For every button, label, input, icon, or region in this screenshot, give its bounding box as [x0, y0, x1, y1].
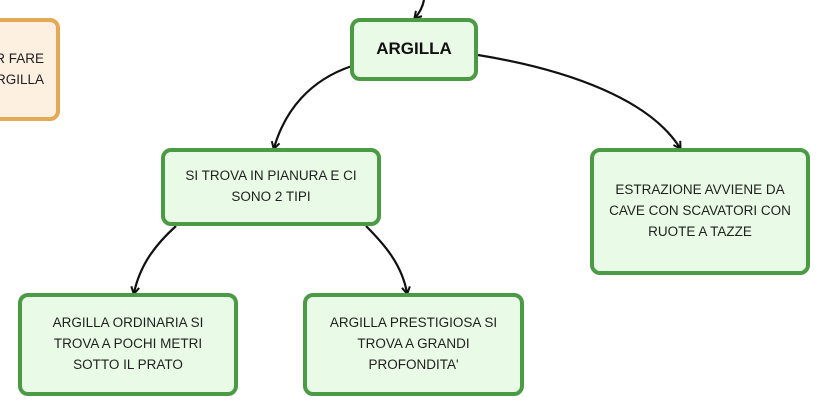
ordinaria-node-text: ARGILLA ORDINARIA SI TROVA A POCHI METRI… — [53, 313, 204, 376]
estrazione-node[interactable]: ESTRAZIONE AVVIENE DA CAVE CON SCAVATORI… — [590, 148, 810, 275]
prestigiosa-node-line: PROFONDITA' — [368, 356, 459, 372]
prestigiosa-node-text: ARGILLA PRESTIGIOSA SI TROVA A GRANDI PR… — [330, 313, 497, 376]
pianura-node[interactable]: SI TROVA IN PIANURA E CI SONO 2 TIPI — [161, 148, 381, 226]
side-node-line: RGILLA — [0, 71, 44, 87]
pianura-node-text: SI TROVA IN PIANURA E CI SONO 2 TIPI — [185, 166, 356, 208]
arrow-root-to-pianura — [274, 64, 353, 148]
prestigiosa-node-line: TROVA A GRANDI — [357, 336, 470, 352]
side-node-text: R FARE RGILLA — [0, 49, 44, 91]
estrazione-node-line: RUOTE A TAZZE — [648, 223, 752, 239]
estrazione-node-text: ESTRAZIONE AVVIENE DA CAVE CON SCAVATORI… — [609, 180, 791, 243]
arrow-pianura-to-ordinaria — [134, 225, 177, 293]
prestigiosa-node[interactable]: ARGILLA PRESTIGIOSA SI TROVA A GRANDI PR… — [303, 293, 524, 396]
arrow-pianura-to-prestigiosa — [365, 225, 407, 293]
arrow-root-to-estrazione — [477, 53, 680, 148]
side-node-line: R FARE — [0, 50, 44, 66]
estrazione-node-line: ESTRAZIONE AVVIENE DA — [615, 182, 785, 198]
root-node-label: ARGILLA — [376, 39, 452, 59]
root-node[interactable]: ARGILLA — [350, 18, 478, 81]
incoming-arrow — [415, 0, 426, 18]
side-node[interactable]: R FARE RGILLA — [0, 18, 60, 121]
ordinaria-node-line: TROVA A POCHI METRI — [53, 336, 203, 352]
ordinaria-node[interactable]: ARGILLA ORDINARIA SI TROVA A POCHI METRI… — [18, 293, 238, 396]
pianura-node-line: SI TROVA IN PIANURA E CI — [185, 168, 357, 184]
ordinaria-node-line: ARGILLA ORDINARIA SI — [52, 315, 204, 331]
pianura-node-line: SONO 2 TIPI — [231, 189, 311, 204]
estrazione-node-line: CAVE CON SCAVATORI CON — [609, 203, 791, 219]
ordinaria-node-line: SOTTO IL PRATO — [73, 356, 183, 372]
prestigiosa-node-line: ARGILLA PRESTIGIOSA SI — [329, 315, 498, 331]
